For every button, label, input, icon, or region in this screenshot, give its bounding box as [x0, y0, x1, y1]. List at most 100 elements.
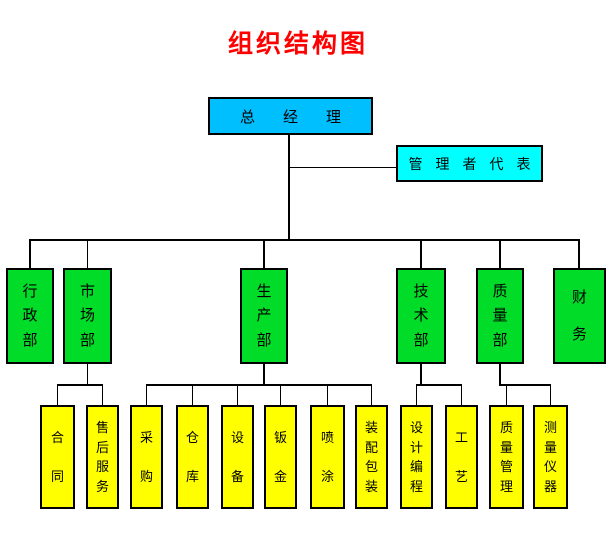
label-char: 量: [543, 439, 557, 455]
box-management-representative[interactable]: 管理者代表: [396, 145, 543, 182]
sec-label: 测量仪器: [544, 418, 557, 496]
label-char: 场: [79, 307, 95, 325]
label-char: 服: [95, 459, 109, 475]
label-char: 配: [364, 439, 378, 455]
connector-representative-branch: [288, 166, 398, 168]
connector-drop-sheet-metal: [279, 384, 282, 406]
box-sec-contract[interactable]: 合同: [40, 405, 75, 509]
label-char: 产: [256, 307, 272, 325]
connector-feed-quality: [499, 363, 501, 385]
label-char: 质: [499, 420, 513, 436]
dept-label: 生产部: [256, 279, 271, 353]
label-char: 测: [543, 420, 557, 436]
box-sec-sheet-metal[interactable]: 钣金: [264, 405, 297, 509]
label-char: 程: [409, 478, 423, 494]
box-dept-technology[interactable]: 技术部: [396, 268, 446, 364]
label-char: 政: [22, 307, 38, 325]
box-dept-quality[interactable]: 质量部: [476, 268, 524, 364]
label-char: 购: [139, 469, 153, 484]
connector-feed-production: [263, 363, 265, 385]
connector-drop-purchasing: [145, 384, 148, 406]
connector-splitter-production: [145, 384, 373, 386]
label-char: 部: [256, 332, 272, 350]
box-dept-admin[interactable]: 行政部: [6, 268, 54, 364]
label-char: 部: [492, 332, 508, 350]
sec-label: 采购: [140, 418, 153, 496]
box-dept-finance[interactable]: 财务: [553, 268, 606, 364]
label-char: 装: [364, 420, 378, 436]
dept-label: 质量部: [492, 279, 507, 353]
connector-drop-production: [263, 239, 265, 269]
box-dept-production[interactable]: 生产部: [240, 268, 288, 364]
sec-label: 装配包装: [365, 418, 378, 496]
connector-drop-assembly-packing: [370, 384, 373, 406]
box-sec-process[interactable]: 工艺: [445, 405, 478, 509]
box-sec-measuring-instruments[interactable]: 测量仪器: [533, 405, 568, 509]
label-char: 部: [79, 332, 95, 350]
connector-drop-after-sales: [101, 384, 104, 406]
label-char: 仓: [185, 430, 199, 445]
label-char: 售: [95, 420, 109, 436]
label-char: 量: [492, 307, 508, 325]
sec-label: 设备: [231, 418, 244, 496]
label-char: 生: [256, 282, 272, 300]
label-char: 喷: [320, 430, 334, 445]
connector-drop-quality: [499, 239, 501, 269]
dept-label: 财务: [572, 279, 587, 353]
box-sec-quality-management[interactable]: 质量管理: [489, 405, 524, 509]
sec-label: 设计编程: [410, 418, 423, 496]
sec-label: 质量管理: [500, 418, 513, 496]
box-general-manager[interactable]: 总经理: [208, 97, 373, 135]
label-char: 计: [409, 439, 423, 455]
box-sec-purchasing[interactable]: 采购: [130, 405, 163, 509]
label-char: 备: [230, 469, 244, 484]
box-sec-design-programming[interactable]: 设计编程: [400, 405, 433, 509]
sec-label: 售后服务: [96, 418, 109, 496]
label-char: 库: [185, 469, 199, 484]
label-char: 质: [492, 282, 508, 300]
label-char: 采: [139, 430, 153, 445]
label-char: 技: [413, 282, 429, 300]
label-char: 务: [95, 478, 109, 494]
label-char: 合: [50, 430, 64, 445]
label-char: 设: [230, 430, 244, 445]
connector-splitter-technology: [415, 384, 463, 386]
connector-trunk-vertical: [288, 134, 290, 240]
label-char: 部: [22, 332, 38, 350]
box-sec-equipment[interactable]: 设备: [221, 405, 254, 509]
label-char: 后: [95, 439, 109, 455]
connector-drop-warehouse: [191, 384, 194, 406]
box-sec-spraying[interactable]: 喷涂: [310, 405, 345, 509]
box-dept-marketing[interactable]: 市场部: [63, 268, 112, 364]
box-sec-assembly-packing[interactable]: 装配包装: [355, 405, 388, 509]
label-char: 仪: [543, 459, 557, 475]
sec-label: 合同: [51, 418, 64, 496]
label-char: 部: [413, 332, 429, 350]
label-char: 装: [364, 478, 378, 494]
label-char: 市: [79, 282, 95, 300]
label-char: 行: [22, 282, 38, 300]
connector-drop-spraying: [326, 384, 329, 406]
label-char: 金: [273, 469, 287, 484]
connector-drop-measuring-instruments: [549, 384, 552, 406]
connector-main-horizontal: [29, 239, 580, 241]
connector-splitter-marketing: [56, 384, 104, 386]
sec-label: 仓库: [186, 418, 199, 496]
label-char: 设: [409, 420, 423, 436]
connector-drop-design-programming: [415, 384, 418, 406]
dept-label: 行政部: [22, 279, 37, 353]
label-char: 同: [50, 469, 64, 484]
sec-label: 工艺: [455, 418, 468, 496]
label-char: 理: [499, 478, 513, 494]
label-char: 涂: [320, 469, 334, 484]
label-char: 艺: [454, 469, 468, 484]
chart-title: 组织结构图: [227, 30, 368, 58]
sec-label: 钣金: [274, 418, 287, 496]
label-char: 工: [454, 430, 468, 445]
label-char: 包: [364, 459, 378, 475]
label-char: 财: [571, 289, 587, 306]
box-sec-warehouse[interactable]: 仓库: [176, 405, 209, 509]
label-char: 编: [409, 459, 423, 475]
box-sec-after-sales-service[interactable]: 售后服务: [86, 405, 119, 509]
